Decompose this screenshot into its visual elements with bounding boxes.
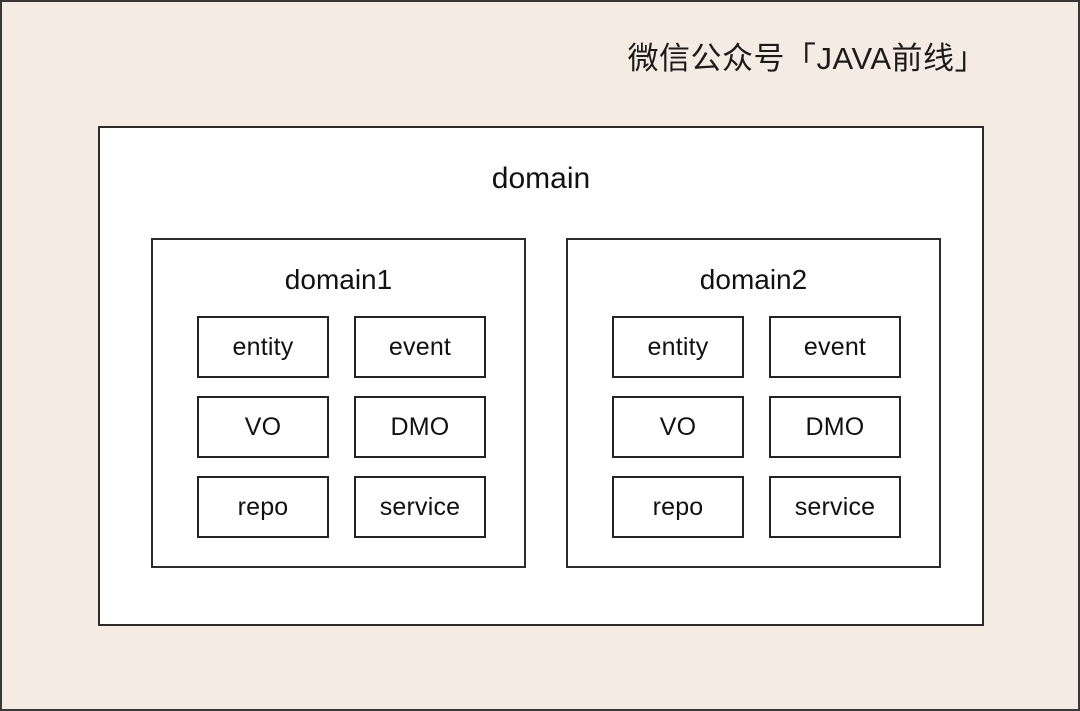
component-box-service: service (769, 476, 901, 538)
component-box-vo: VO (197, 396, 329, 458)
component-box-event: event (769, 316, 901, 378)
component-box-repo: repo (612, 476, 744, 538)
domain-container: domain domain1 entity event VO DMO repo … (98, 126, 984, 626)
component-box-dmo: DMO (769, 396, 901, 458)
component-box-vo: VO (612, 396, 744, 458)
component-grid-domain2: entity event VO DMO repo service (612, 316, 901, 538)
group-title-domain2: domain2 (699, 264, 808, 295)
component-grid-domain1: entity event VO DMO repo service (197, 316, 486, 538)
component-box-repo: repo (197, 476, 329, 538)
component-box-entity: entity (612, 316, 744, 378)
component-box-dmo: DMO (354, 396, 486, 458)
group-title-domain1: domain1 (284, 264, 393, 295)
domain-group-domain1: domain1 entity event VO DMO repo service (151, 238, 526, 568)
component-box-event: event (354, 316, 486, 378)
domain-group-domain2: domain2 entity event VO DMO repo service (566, 238, 941, 568)
watermark-text: 微信公众号「JAVA前线」 (627, 41, 986, 76)
domain-title: domain (491, 162, 591, 195)
component-box-entity: entity (197, 316, 329, 378)
component-box-service: service (354, 476, 486, 538)
